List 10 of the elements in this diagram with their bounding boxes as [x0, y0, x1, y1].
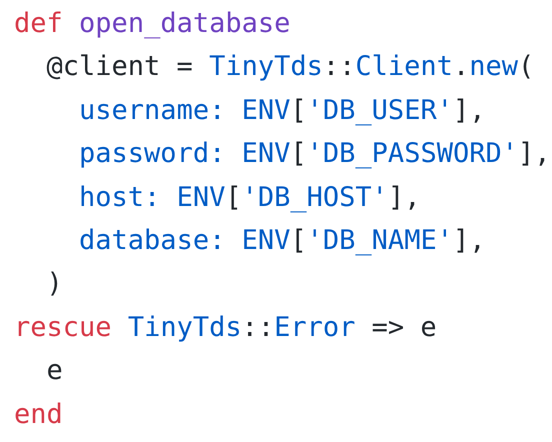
code-line: database: ENV['DB_NAME'], — [78, 224, 486, 258]
code-line: host: ENV['DB_HOST'], — [78, 180, 422, 215]
code-line: username: ENV['DB_USER'], — [78, 94, 486, 128]
code-line: rescue TinyTds::Error => e — [14, 310, 438, 345]
code-line: password: ENV['DB_PASSWORD'], — [78, 137, 550, 172]
code-line: def open_database — [14, 7, 292, 41]
code-line: e — [46, 354, 64, 388]
code-line: @client = TinyTds::Client.new( — [46, 50, 536, 84]
code-line: end — [14, 398, 64, 432]
code-line: ) — [46, 267, 64, 302]
